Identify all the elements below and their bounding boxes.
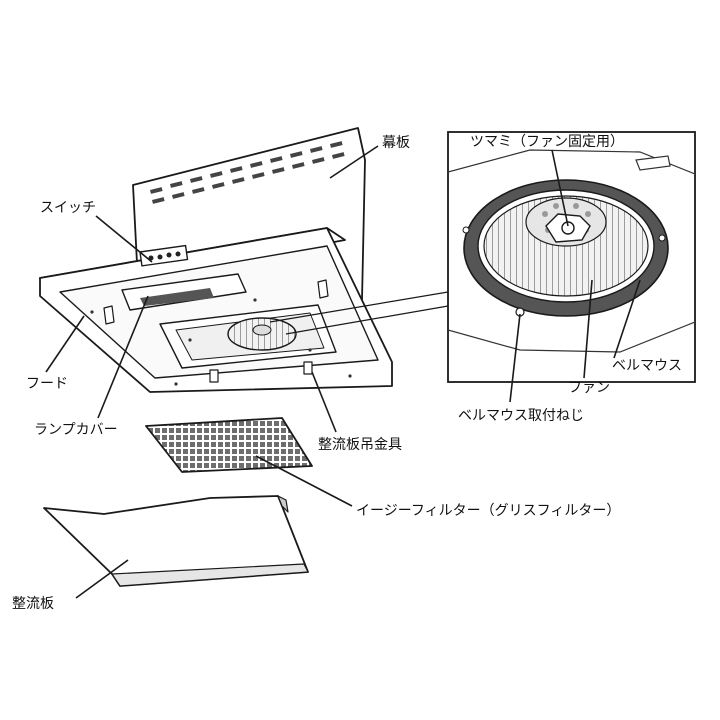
knob-center [561, 221, 575, 235]
detail-tab [635, 155, 671, 171]
label-makuita: 幕板 [382, 135, 410, 151]
label-bellmouth: ベルマウス [612, 358, 682, 374]
baffle-plate [43, 495, 309, 587]
grease-filter-shape [145, 417, 313, 473]
baffle-plate-edge [111, 563, 309, 587]
fan-detail-inset [447, 131, 696, 383]
label-tsumami: ツマミ（ファン固定用） [470, 134, 624, 150]
bellmouth-clip-icon [462, 226, 470, 234]
leader-fan [583, 279, 593, 379]
leader-makuita [329, 145, 379, 179]
leader-filter [255, 455, 353, 507]
leader-hood [45, 315, 85, 373]
hanger-bottom-right [303, 361, 313, 375]
hanger-bottom-left [209, 369, 219, 383]
bellmouth-clip-icon-2 [658, 234, 666, 242]
leader-seiryuban [75, 559, 129, 599]
leader-lines [45, 145, 641, 599]
range-hood [39, 127, 393, 393]
leader-bellmouth [613, 279, 641, 359]
label-hood: フード [26, 376, 68, 392]
baffle-plate-tab [277, 495, 289, 513]
label-switch: スイッチ [40, 200, 96, 216]
leader-bellmouth-screw [509, 313, 521, 403]
leader-tsurikanagu [311, 371, 337, 433]
lamp-cover-inner [140, 288, 214, 306]
fan-small-hub [252, 324, 272, 336]
label-lamp-cover: ランプカバー [34, 422, 118, 438]
switch-panel [139, 244, 189, 267]
hanger-left [103, 305, 115, 325]
detail-connector-lines [269, 291, 449, 335]
label-fan: ファン [568, 380, 610, 396]
label-bellmouth-screw: ベルマウス取付ねじ [458, 408, 584, 424]
hanger-right [317, 279, 329, 299]
switch-buttons [148, 251, 181, 261]
hood-screws [90, 298, 352, 386]
label-seiryuban-tsurikanagu: 整流板吊金具 [318, 437, 402, 453]
label-seiryuban: 整流板 [12, 596, 54, 612]
leader-switch [95, 215, 153, 263]
leader-tsumami [551, 149, 569, 227]
label-easy-filter: イージーフィルター（グリスフィルター） [356, 503, 621, 519]
panel-vent-slots [150, 141, 345, 204]
leader-lamp-cover [97, 295, 149, 419]
grease-filter [145, 417, 313, 473]
